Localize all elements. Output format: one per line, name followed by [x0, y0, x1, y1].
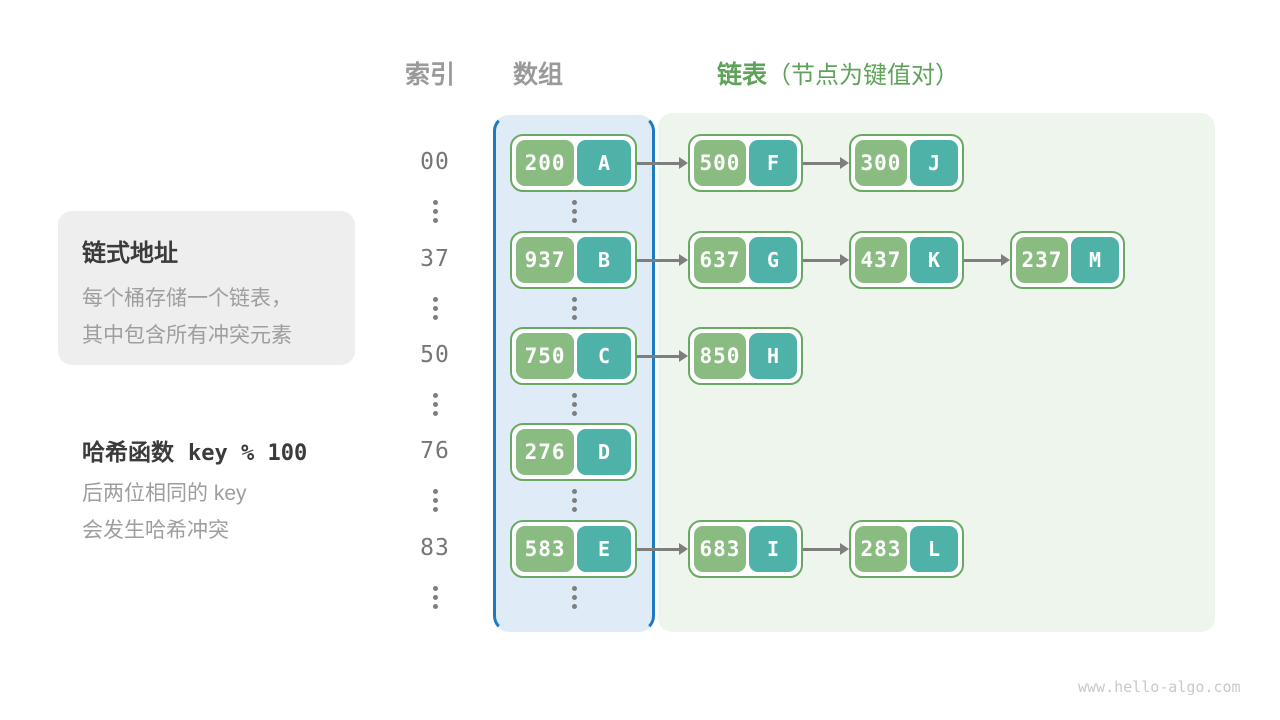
chaining-info-title: 链式地址 [82, 240, 178, 267]
ellipsis-dots [432, 497, 438, 503]
hash-function-formula: key % 100 [188, 441, 308, 466]
pair-key: 300 [855, 140, 907, 186]
ellipsis-dots [432, 401, 438, 407]
pair-key: 276 [516, 429, 575, 475]
arrow-connector [637, 543, 688, 555]
pair-key: 850 [694, 333, 746, 379]
pair-value: H [748, 333, 797, 379]
pair-key: 683 [694, 526, 746, 572]
index-label: 50 [420, 342, 450, 368]
pair-value: L [909, 526, 958, 572]
ellipsis-dots [432, 208, 438, 214]
arrow-connector [637, 157, 688, 169]
pair-value: G [748, 237, 797, 283]
index-label: 76 [420, 438, 450, 464]
hash-function-label: 哈希函数 [82, 439, 174, 465]
arrow-connector [637, 254, 688, 266]
pair-value: K [909, 237, 958, 283]
ellipsis-dots [571, 497, 577, 503]
list-header-label: 链表 [717, 61, 768, 89]
pair-key: 937 [516, 237, 575, 283]
pair-value: I [748, 526, 797, 572]
hash-function-note: 哈希函数 key % 100 [82, 433, 307, 467]
index-label: 83 [420, 535, 450, 561]
ellipsis-dots [571, 594, 577, 600]
index-column-header: 索引 [405, 61, 456, 89]
pair-key: 500 [694, 140, 746, 186]
pair-key: 437 [855, 237, 907, 283]
ellipsis-dots [432, 305, 438, 311]
pair-key: 750 [516, 333, 575, 379]
index-label: 00 [420, 149, 450, 175]
hash-note-line: 后两位相同的 key [82, 482, 247, 505]
chaining-info-card: 链式地址 每个桶存储一个链表， 其中包含所有冲突元素 [58, 211, 355, 365]
watermark: www.hello-algo.com [1078, 678, 1241, 696]
arrow-connector [803, 254, 849, 266]
pair-value: A [577, 140, 631, 186]
arrow-connector [803, 157, 849, 169]
arrow-connector [964, 254, 1010, 266]
chaining-info-line: 其中包含所有冲突元素 [82, 324, 292, 347]
ellipsis-dots [432, 594, 438, 600]
pair-key: 583 [516, 526, 575, 572]
ellipsis-dots [571, 305, 577, 311]
pair-value: D [577, 429, 631, 475]
pair-value: M [1070, 237, 1119, 283]
pair-value: E [577, 526, 631, 572]
pair-value: J [909, 140, 958, 186]
pair-value: B [577, 237, 631, 283]
ellipsis-dots [571, 208, 577, 214]
pair-value: F [748, 140, 797, 186]
hash-note-line: 会发生哈希冲突 [82, 519, 229, 542]
pair-key: 200 [516, 140, 575, 186]
arrow-connector [803, 543, 849, 555]
pair-key: 637 [694, 237, 746, 283]
array-column-header: 数组 [513, 61, 564, 89]
chaining-info-line: 每个桶存储一个链表， [82, 287, 292, 310]
pair-key: 283 [855, 526, 907, 572]
ellipsis-dots [571, 401, 577, 407]
pair-value: C [577, 333, 631, 379]
list-column-header: 链表（节点为键值对） [717, 55, 959, 91]
pair-key: 237 [1016, 237, 1068, 283]
arrow-connector [637, 350, 688, 362]
index-label: 37 [420, 246, 450, 272]
list-header-note: （节点为键值对） [767, 62, 960, 89]
